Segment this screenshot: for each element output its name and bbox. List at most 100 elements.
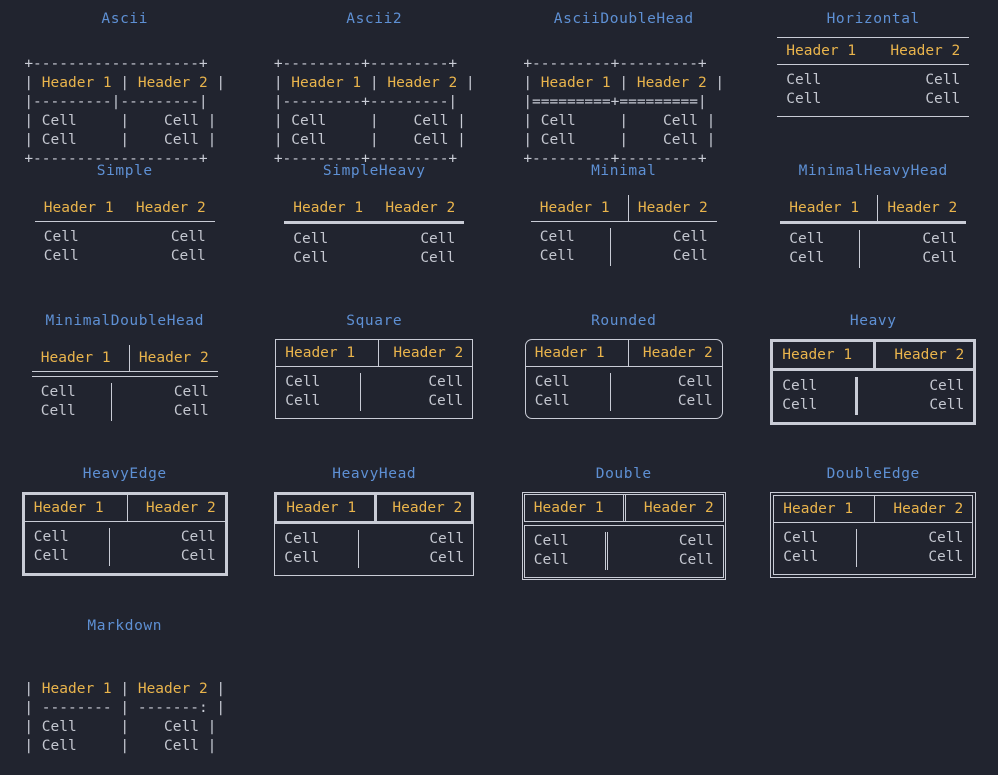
- markdown-align-right: -------:: [138, 700, 208, 716]
- header-cell: Header 1: [773, 342, 873, 368]
- header-cell: Header 1: [32, 345, 129, 371]
- body-cell: Cell: [112, 383, 218, 402]
- table-title: Double: [596, 466, 652, 482]
- header-cell: Header 2: [624, 495, 723, 521]
- body-cell: Cell: [291, 132, 326, 148]
- body-cell: Cell: [531, 247, 610, 266]
- body-cell: Cell: [284, 249, 360, 268]
- header-cell: Header 1: [42, 681, 112, 697]
- header-row: Header 1 Header 2: [35, 195, 215, 221]
- body-cell: Cell: [110, 547, 225, 566]
- header-cell: Header 2: [127, 195, 215, 221]
- header-cell: Header 1: [780, 195, 877, 221]
- table-title: HeavyHead: [332, 466, 416, 482]
- header-cell: Header 2: [876, 342, 973, 368]
- table-card-heavy: Heavy Header 1 Header 2 Cell Cell Cell C…: [749, 302, 998, 455]
- table-double-edge: Header 1 Header 2 Cell Cell Cell Cell: [770, 492, 976, 578]
- header-cell: Header 1: [277, 495, 374, 521]
- body-cell: Cell: [774, 529, 856, 548]
- body-rows: Cell Cell Cell Cell: [35, 222, 215, 273]
- body-cell: Cell: [359, 549, 473, 568]
- table-minimal-heavy-head: Header 1 Header 2 Cell Cell Cell Cell: [780, 195, 966, 275]
- body-cell: Cell: [32, 383, 111, 402]
- empty-grid-slot: [499, 607, 749, 751]
- body-cell: Cell: [164, 113, 199, 129]
- body-cell: Cell: [42, 719, 77, 735]
- table-title: Rounded: [591, 313, 656, 329]
- header-cell: Header 2: [377, 495, 471, 521]
- table-card-simpleheavy: SimpleHeavy Header 1 Header 2 Cell Cell …: [250, 152, 500, 302]
- ascii-table-markdown: | Header 1 | Header 2 | | -------- | ---…: [24, 661, 225, 775]
- header-cell: Header 2: [387, 75, 457, 91]
- body-cell: Cell: [164, 132, 199, 148]
- header-row: Header 1 Header 2: [774, 496, 972, 522]
- table-card-doubleedge: DoubleEdge Header 1 Header 2 Cell Cell C…: [749, 455, 998, 607]
- table-title: Horizontal: [827, 11, 920, 27]
- header-cell: Header 1: [35, 195, 127, 221]
- header-row: Header 1 Header 2: [526, 340, 722, 366]
- body-cell: Cell: [618, 532, 723, 551]
- table-heavy: Header 1 Header 2 Cell Cell Cell Cell: [770, 339, 976, 425]
- body-cell: Cell: [773, 396, 855, 415]
- table-horizontal: Header 1 Header 2 Cell Cell Cell Cell: [777, 37, 969, 117]
- body-cell: Cell: [164, 738, 199, 754]
- table-title: HeavyEdge: [83, 466, 167, 482]
- header-cell: Header 1: [25, 495, 127, 521]
- body-cell: Cell: [855, 90, 969, 109]
- body-cell: Cell: [32, 402, 111, 421]
- header-row: Header 1 Header 2: [284, 195, 464, 221]
- header-cell: Header 2: [878, 195, 966, 221]
- table-box-gallery: Ascii +-------------------+ | Header 1 |…: [0, 0, 998, 751]
- header-cell: Header 2: [138, 681, 208, 697]
- header-cell: Header 2: [376, 195, 464, 221]
- body-cell: Cell: [525, 532, 605, 551]
- header-row: Header 1 Header 2: [274, 492, 474, 524]
- body-rows: Cell Cell Cell Cell: [780, 224, 966, 275]
- body-cell: Cell: [858, 396, 973, 415]
- body-cell: Cell: [855, 71, 969, 90]
- table-card-heavyhead: HeavyHead Header 1 Header 2 Cell Cell Ce…: [250, 455, 500, 607]
- table-heavy-head: Header 1 Header 2 Cell Cell Cell Cell: [274, 492, 474, 576]
- body-cell: Cell: [42, 132, 77, 148]
- body-cell: Cell: [276, 373, 360, 392]
- body-cell: Cell: [663, 113, 698, 129]
- table-card-simple: Simple Header 1 Header 2 Cell Cell Cell …: [0, 152, 250, 302]
- header-cell: Header 1: [531, 195, 628, 221]
- table-title: MinimalHeavyHead: [799, 163, 948, 179]
- header-cell: Header 1: [541, 75, 611, 91]
- body-cell: Cell: [164, 719, 199, 735]
- table-title: Markdown: [87, 618, 162, 634]
- header-row: Header 1 Header 2: [780, 195, 966, 221]
- empty-grid-slot: [749, 607, 998, 751]
- table-card-asciidoublehead: AsciiDoubleHead +---------+---------+ | …: [499, 0, 749, 152]
- body-cell: Cell: [780, 230, 859, 249]
- header-cell: Header 1: [276, 340, 378, 366]
- body-cell: Cell: [663, 132, 698, 148]
- body-rows: Cell Cell Cell Cell: [531, 222, 717, 273]
- body-cell: Cell: [526, 392, 610, 411]
- table-card-markdown: Markdown | Header 1 | Header 2 | | -----…: [0, 607, 250, 751]
- table-card-rounded: Rounded Header 1 Header 2 Cell Cell Cell…: [499, 302, 749, 455]
- body-cell: Cell: [414, 132, 449, 148]
- body-rows: Cell Cell Cell Cell: [276, 366, 472, 418]
- body-cell: Cell: [611, 392, 722, 411]
- body-cell: Cell: [42, 738, 77, 754]
- header-cell: Header 1: [291, 75, 361, 91]
- double-edge-inner: Header 1 Header 2 Cell Cell Cell Cell: [773, 495, 973, 575]
- body-rows: Cell Cell Cell Cell: [32, 377, 218, 428]
- header-cell: Header 2: [629, 340, 722, 366]
- body-cell: Cell: [25, 547, 109, 566]
- table-title: DoubleEdge: [827, 466, 920, 482]
- body-cell: Cell: [42, 113, 77, 129]
- header-cell: Header 1: [525, 495, 623, 521]
- body-cell: Cell: [275, 549, 358, 568]
- body-cell: Cell: [531, 228, 610, 247]
- body-cell: Cell: [275, 530, 358, 549]
- body-rows: Cell Cell Cell Cell: [524, 526, 724, 578]
- body-cell: Cell: [276, 392, 360, 411]
- table-card-square: Square Header 1 Header 2 Cell Cell Cell …: [250, 302, 500, 455]
- body-cell: Cell: [860, 230, 966, 249]
- table-title: Simple: [97, 163, 153, 179]
- body-cell: Cell: [291, 113, 326, 129]
- header-cell: Header 1: [284, 195, 376, 221]
